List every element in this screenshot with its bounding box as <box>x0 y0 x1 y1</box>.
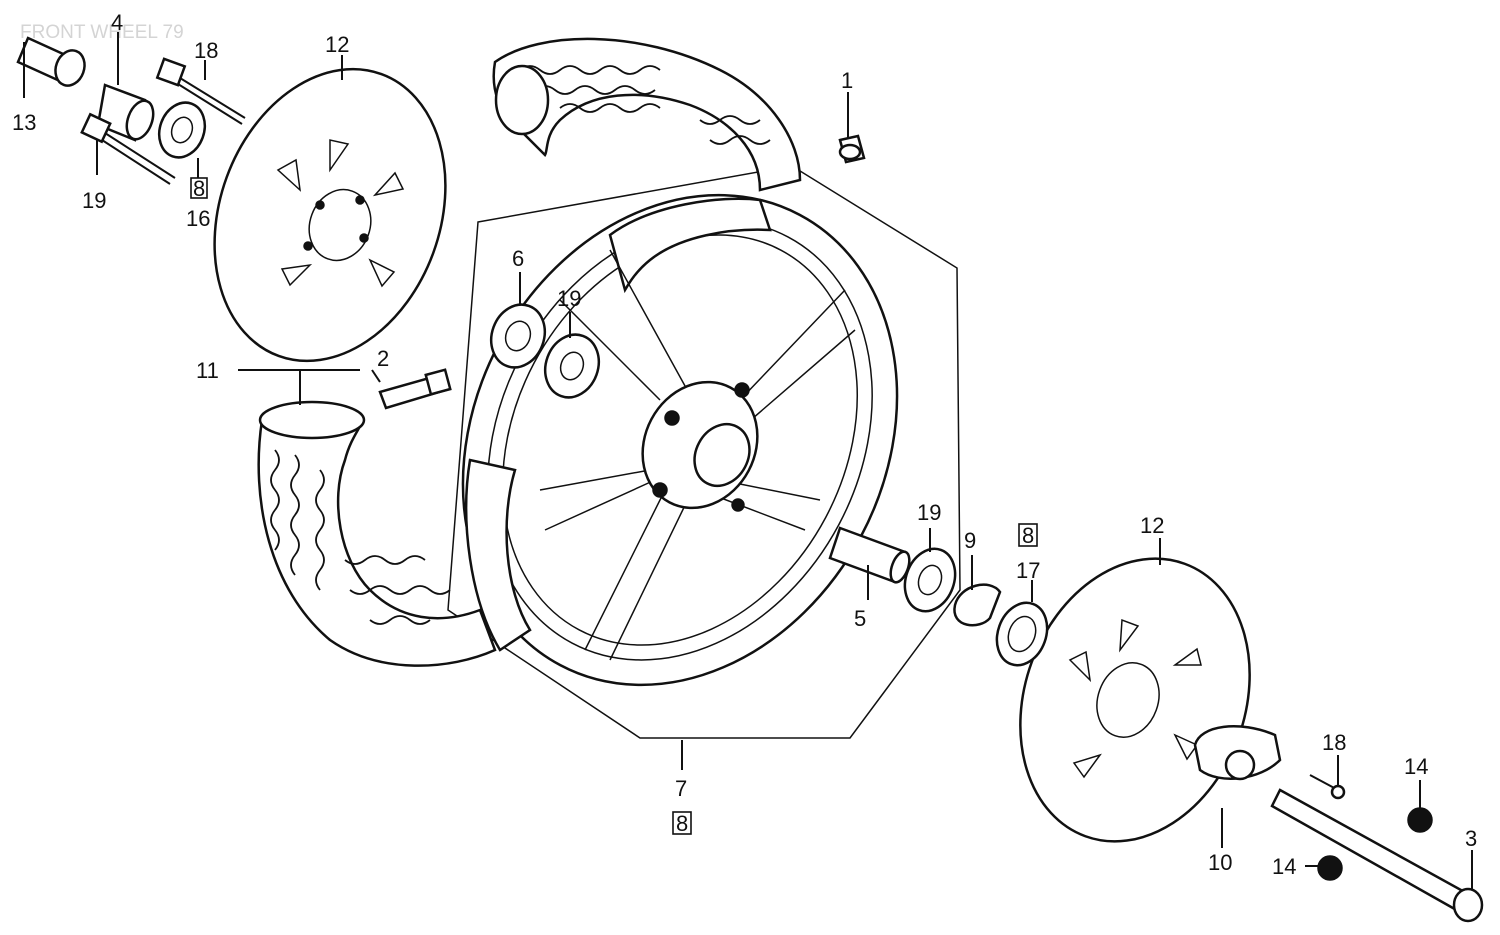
callout-18-upper: 18 <box>194 38 218 63</box>
axle-sleeve-13 <box>16 36 86 87</box>
callout-6: 6 <box>512 246 524 271</box>
tire-upper-section <box>492 37 802 192</box>
bearing-seal-6 <box>489 303 547 369</box>
callout-labels: 13 4 18 19 12 8 16 1 11 2 6 19 7 8 5 19 … <box>12 10 1477 879</box>
callout-box-8-right <box>1018 523 1038 547</box>
speedometer-gearbox-11 <box>1193 725 1282 781</box>
diagram-watermark: FRONT WHEEL 79 <box>20 22 184 43</box>
air-valve-1 <box>838 134 866 164</box>
disc-bolt-upper-18 <box>155 57 246 125</box>
tire-lower-section <box>257 400 497 667</box>
callout-17: 18 <box>1322 730 1346 755</box>
callout-14-lower: 14 <box>1272 854 1296 879</box>
axle-nut-14-upper <box>1407 807 1433 833</box>
dust-seal-16 <box>995 601 1049 667</box>
valve-stem-2 <box>378 368 452 410</box>
dust-seal-15 <box>157 101 207 159</box>
callout-16: 17 <box>1016 558 1040 583</box>
distance-collar-5 <box>828 526 911 584</box>
bearing-lower-19 <box>903 547 957 613</box>
callout-box-8-left <box>190 177 208 199</box>
callout-7: 7 <box>675 776 687 801</box>
callout-9: 9 <box>964 528 976 553</box>
axle-nut-14-lower <box>1317 855 1343 881</box>
callout-3: 3 <box>1465 826 1477 851</box>
callout-8-bottom: 8 <box>676 811 688 836</box>
callout-13: 13 <box>12 110 36 135</box>
callout-15: 16 <box>186 206 210 231</box>
callout-14-upper: 14 <box>1404 754 1428 779</box>
cast-wheel <box>461 193 899 687</box>
callout-1: 1 <box>841 68 853 93</box>
callout-12-right: 12 <box>1140 513 1164 538</box>
bearing-upper-19 <box>543 333 601 399</box>
callout-box-8-bottom <box>672 811 692 835</box>
disc-bolt-lower-18 <box>80 112 176 185</box>
brake-disc-left <box>213 67 447 363</box>
callout-18-lower: 19 <box>82 188 106 213</box>
callout-10: 11 <box>196 358 219 383</box>
speedometer-gear-retainer-9 <box>953 583 1002 627</box>
callout-19-upper: 19 <box>557 286 581 311</box>
leader-lines <box>23 32 1473 890</box>
axle-3 <box>1270 788 1484 923</box>
callout-4: 4 <box>111 10 123 35</box>
callout-12-left: 12 <box>325 32 349 57</box>
callout-8-left: 8 <box>193 176 205 201</box>
callout-11: 10 <box>1208 850 1232 875</box>
screw-17 <box>1309 774 1346 800</box>
callout-19-lower: 19 <box>917 500 941 525</box>
callout-5: 5 <box>854 606 866 631</box>
callout-8-right: 8 <box>1022 523 1034 548</box>
callout-2: 2 <box>377 346 389 371</box>
